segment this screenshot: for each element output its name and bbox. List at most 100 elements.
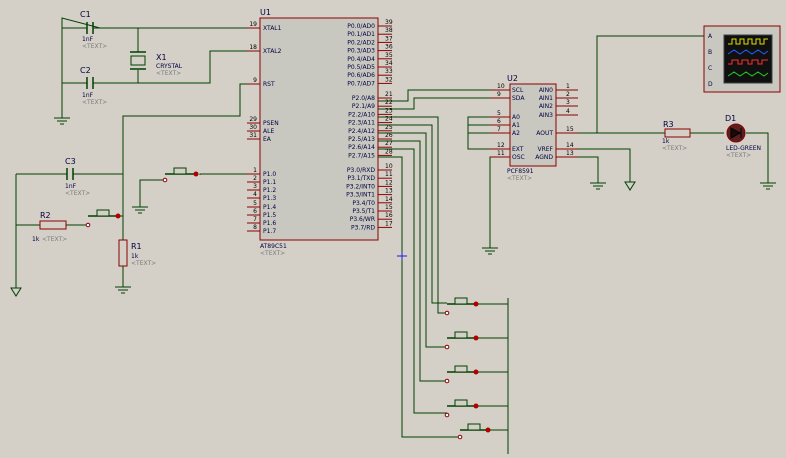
pin-number: 9 — [497, 91, 501, 98]
pin-name: P1.0 — [263, 171, 276, 178]
pushbutton[interactable] — [444, 331, 479, 350]
pin-number: 32 — [385, 76, 393, 83]
crystal-x1-ref: X1 — [156, 53, 167, 62]
pin-number: 4 — [253, 191, 257, 198]
wire-probe-marker — [397, 251, 407, 261]
pin-name: P0.6/AD6 — [347, 72, 375, 79]
pushbutton-cap — [454, 399, 468, 407]
capacitor-c1[interactable]: C1 1nF <TEXT> — [80, 10, 107, 50]
chip-u2[interactable]: U2 PCF8591 <TEXT> 10SCL9SDA5A06A17A212EX… — [490, 74, 578, 182]
chip-u1-right-pins: 39P0.0/AD038P0.1/AD137P0.2/AD236P0.3/AD3… — [346, 19, 393, 231]
wire-led-gnd — [746, 132, 769, 183]
pin-name: P1.7 — [263, 228, 276, 235]
pin-name: P1.3 — [263, 195, 276, 202]
pin-name: AIN0 — [539, 87, 553, 94]
pin-number: 9 — [253, 77, 257, 84]
pin-name: P1.2 — [263, 187, 276, 194]
capacitor-c3[interactable]: C3 1nF <TEXT> — [65, 157, 90, 197]
pin-name: P1.6 — [263, 220, 276, 227]
resistor-r2[interactable]: R2 1k <TEXT> — [32, 211, 67, 243]
pin-name: A2 — [512, 130, 520, 137]
resistor-r3[interactable]: R3 1k <TEXT> — [662, 120, 691, 152]
pin-name: P2.6/A14 — [348, 144, 375, 151]
pushbutton-cap — [454, 331, 468, 339]
pin-number: 5 — [497, 110, 501, 117]
capacitor-c1-ref: C1 — [80, 10, 91, 19]
capacitor-c3-placeholder: <TEXT> — [65, 190, 90, 197]
wires — [15, 17, 769, 454]
pushbutton[interactable] — [444, 297, 479, 316]
pin-number: 36 — [385, 44, 393, 51]
pushbutton-terminal — [473, 403, 479, 409]
pin-number: 15 — [385, 204, 393, 211]
pushbutton-reset[interactable] — [85, 209, 121, 228]
pin-name: AOUT — [536, 130, 553, 137]
scope-trace-b — [727, 49, 769, 55]
pin-name: AGND — [535, 154, 553, 161]
capacitor-c2[interactable]: C2 1nF <TEXT> — [80, 66, 107, 106]
pin-number: 26 — [385, 132, 393, 139]
pin-name: P2.1/A9 — [352, 103, 375, 110]
pin-name: OSC — [512, 154, 525, 161]
pushbutton-cap — [454, 297, 468, 305]
pin-number: 38 — [385, 27, 393, 34]
resistor-r3-value: 1k — [662, 138, 670, 145]
pushbutton-cap — [454, 365, 468, 373]
pushbutton-p10[interactable] — [162, 167, 199, 183]
pin-name: P3.6/WR — [350, 216, 375, 223]
resistor-r2-placeholder: <TEXT> — [42, 236, 67, 243]
pushbutton[interactable] — [444, 365, 479, 384]
wire-p10 — [199, 173, 260, 175]
ground-symbol — [760, 182, 776, 190]
scope-trace-d — [727, 71, 769, 77]
pushbutton-terminal — [444, 310, 450, 316]
ground-symbol — [482, 247, 498, 255]
capacitor-c2-value: 1nF — [82, 92, 94, 99]
pin-name: P3.2/INT0 — [346, 183, 375, 190]
resistor-r3-placeholder: <TEXT> — [662, 145, 687, 152]
capacitor-c3-value: 1nF — [65, 183, 77, 190]
capacitor-c2-ref: C2 — [80, 66, 91, 75]
crystal-x1[interactable]: X1 CRYSTAL <TEXT> — [130, 51, 183, 77]
chip-u1-body — [259, 17, 379, 241]
pin-number: 14 — [566, 142, 574, 149]
capacitor-c3-ref: C3 — [65, 157, 76, 166]
pushbutton-terminal — [444, 412, 450, 418]
pin-name: P0.5/AD5 — [347, 64, 375, 71]
pin-name: P0.2/AD2 — [347, 39, 375, 46]
resistor-r1[interactable]: R1 1k <TEXT> — [118, 239, 156, 267]
pin-number: 4 — [566, 108, 570, 115]
power-symbol — [624, 181, 636, 191]
wire-p23 — [378, 124, 447, 304]
ground-symbols — [54, 117, 776, 294]
wire-p10-gnd — [139, 179, 165, 207]
scope-channel-label: C — [708, 65, 712, 72]
chip-u1[interactable]: U1 AT89C51 <TEXT> 19XTAL118XTAL29RST29PS… — [247, 8, 393, 257]
scope-channel-label: B — [708, 49, 712, 56]
pin-name: P1.4 — [263, 204, 276, 211]
pin-number: 12 — [497, 142, 505, 149]
resistor-r1-ref: R1 — [131, 242, 142, 251]
led-d1-placeholder: <TEXT> — [726, 152, 751, 159]
pin-number: 29 — [249, 116, 257, 123]
pushbutton[interactable] — [457, 423, 491, 440]
pin-number: 30 — [249, 124, 257, 131]
pushbutton-terminal — [444, 344, 450, 350]
led-d1[interactable]: D1 LED-GREEN <TEXT> — [725, 114, 761, 159]
pin-number: 13 — [566, 150, 574, 157]
pin-name: P2.7/A15 — [348, 152, 375, 159]
scope-channel-label: D — [708, 81, 713, 88]
pushbutton[interactable] — [444, 399, 479, 418]
wire-xtal1 — [61, 17, 260, 29]
pin-name: P0.0/AD0 — [347, 23, 375, 30]
pin-number: 28 — [385, 148, 393, 155]
pin-name: PSEN — [263, 120, 279, 127]
pin-number: 19 — [249, 21, 257, 28]
pin-name: XTAL2 — [263, 48, 282, 55]
pin-number: 18 — [249, 44, 257, 51]
pin-name: SDA — [512, 95, 525, 102]
